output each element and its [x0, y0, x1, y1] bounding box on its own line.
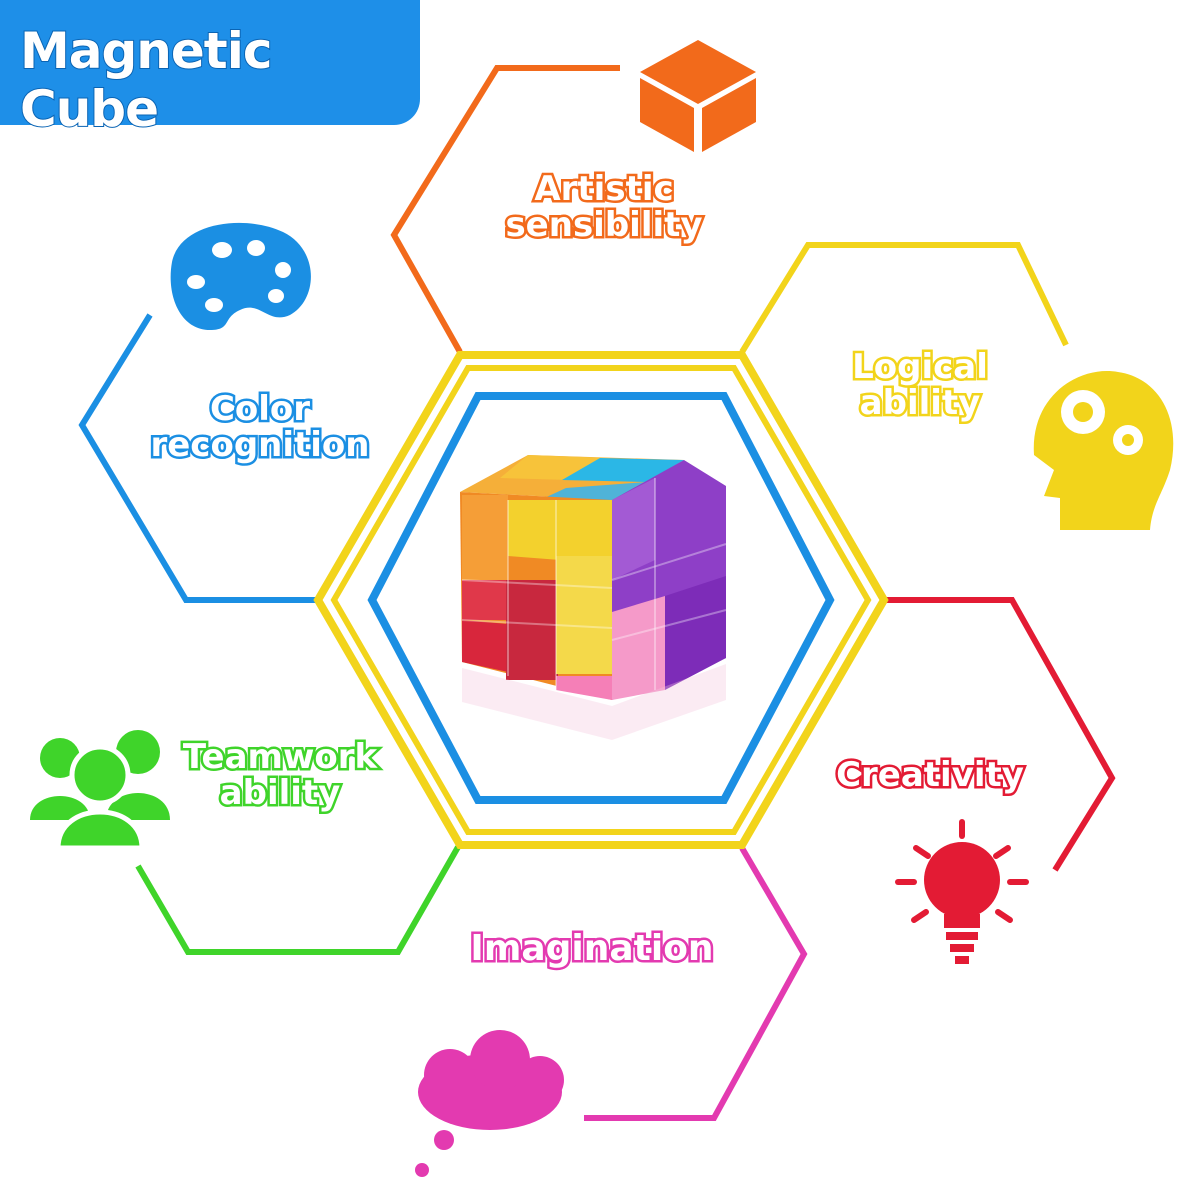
color-hexagon [78, 313, 316, 603]
teamwork-label-line1: Teamwork [180, 737, 379, 777]
teamwork-label: Teamwork ability [166, 737, 394, 813]
artistic-label: Artistic sensibility [486, 169, 722, 245]
center-hexagon-blue [367, 392, 835, 804]
color-label-line1: Color [207, 389, 312, 429]
center-hexagon-inner [330, 365, 872, 835]
logical-label-line2: ability [857, 382, 983, 423]
logical-label-line1: Logical [850, 347, 991, 387]
artistic-label-line1: Artistic [532, 169, 676, 209]
title-banner: Magnetic Cube [0, 0, 420, 139]
artistic-label-line2: sensibility [503, 204, 705, 245]
teamwork-label-line2: ability [217, 772, 343, 813]
artistic-hexagon [390, 65, 620, 354]
color-label-line2: recognition [148, 424, 372, 465]
creativity-label: Creativity [834, 755, 1027, 795]
people-group-icon [30, 730, 170, 851]
imagination-label: Imagination [468, 927, 716, 970]
logical-label: Logical ability [830, 347, 1010, 423]
cube-icon [640, 40, 756, 152]
teamwork-hexagon [135, 845, 461, 955]
lightbulb-icon [895, 819, 1029, 964]
head-gears-icon [1033, 371, 1174, 530]
color-label: Color recognition [130, 389, 390, 465]
thought-cloud-icon [415, 1030, 564, 1177]
banner-title: Magnetic Cube [19, 21, 273, 139]
palette-icon [170, 222, 311, 330]
imagination-hexagon [584, 846, 808, 1121]
logical-hexagon [739, 242, 1069, 354]
creativity-hexagon [880, 597, 1116, 872]
center-hexagon-outer [313, 351, 889, 849]
